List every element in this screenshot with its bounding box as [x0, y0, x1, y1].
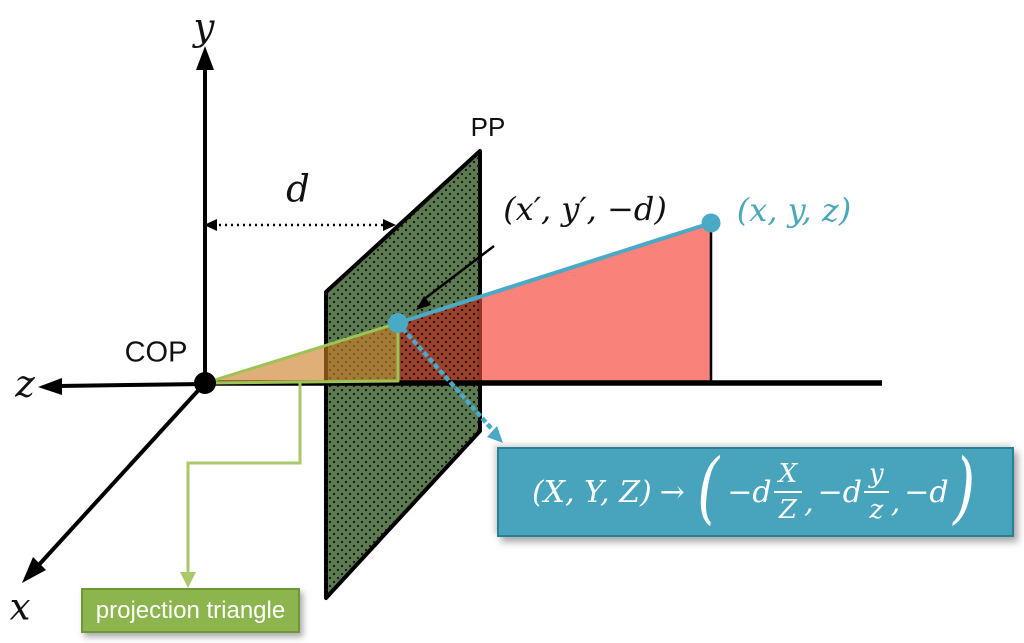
formula-fraction-yz: y z: [864, 459, 889, 525]
world-point-dot: [701, 213, 721, 233]
projected-point-label: (x′, y′, −d): [503, 190, 667, 228]
y-axis-label: y: [193, 5, 215, 49]
formula-pointer-dotted-line: [400, 326, 494, 431]
formula-fraction-XZ: X Z: [773, 459, 803, 525]
formula-maps-to-arrow: →: [659, 474, 685, 510]
formula-frac2-denominator: z: [869, 495, 884, 525]
projected-point-dot: [388, 313, 408, 333]
projection-triangle: [203, 321, 400, 385]
projected-point-arrowhead: [416, 296, 431, 310]
projection-formula-box: (X, Y, Z) → ( −d X Z , −d y z , −d ): [497, 447, 1014, 537]
pink-region: [482, 223, 711, 383]
formula-pointer-arrowhead: [487, 426, 503, 443]
x-axis: [34, 381, 207, 570]
cop-dot: [194, 372, 216, 394]
pp-label: PP: [470, 112, 506, 142]
cop-label: COP: [124, 336, 188, 369]
distance-label: d: [286, 167, 310, 211]
z-axis-label: z: [15, 362, 35, 406]
x-axis-arrowhead: [22, 557, 46, 583]
formula-coeff2: −d: [817, 474, 862, 510]
callout-connector-arrowhead: [180, 572, 196, 588]
projection-triangle-callout: projection triangle: [81, 588, 300, 633]
distance-arrowhead-right: [383, 219, 396, 231]
projected-point-arrow-line: [422, 245, 495, 301]
z-axis: [57, 382, 206, 388]
formula-separator-2: ,: [890, 484, 901, 520]
projection-triangle-callout-text: projection triangle: [95, 596, 286, 624]
distance-arrowhead-left: [204, 219, 217, 231]
formula-frac1-numerator: X: [773, 459, 803, 493]
x-axis-label: x: [9, 585, 31, 629]
formula-frac2-numerator: y: [864, 459, 889, 493]
plane-dot-texture: [326, 151, 480, 598]
world-point-label: (x, y, z): [736, 191, 852, 229]
z-axis-arrowhead: [38, 378, 62, 395]
formula-lhs: (X, Y, Z): [531, 474, 652, 510]
callout-connector: [186, 383, 302, 577]
formula-frac1-denominator: Z: [778, 495, 797, 525]
formula-coeff1: −d: [727, 474, 772, 510]
formula-last-term: −d: [904, 474, 949, 510]
y-axis-arrowhead: [196, 46, 214, 70]
formula-separator-1: ,: [804, 484, 814, 520]
projection-ray: [397, 221, 712, 325]
